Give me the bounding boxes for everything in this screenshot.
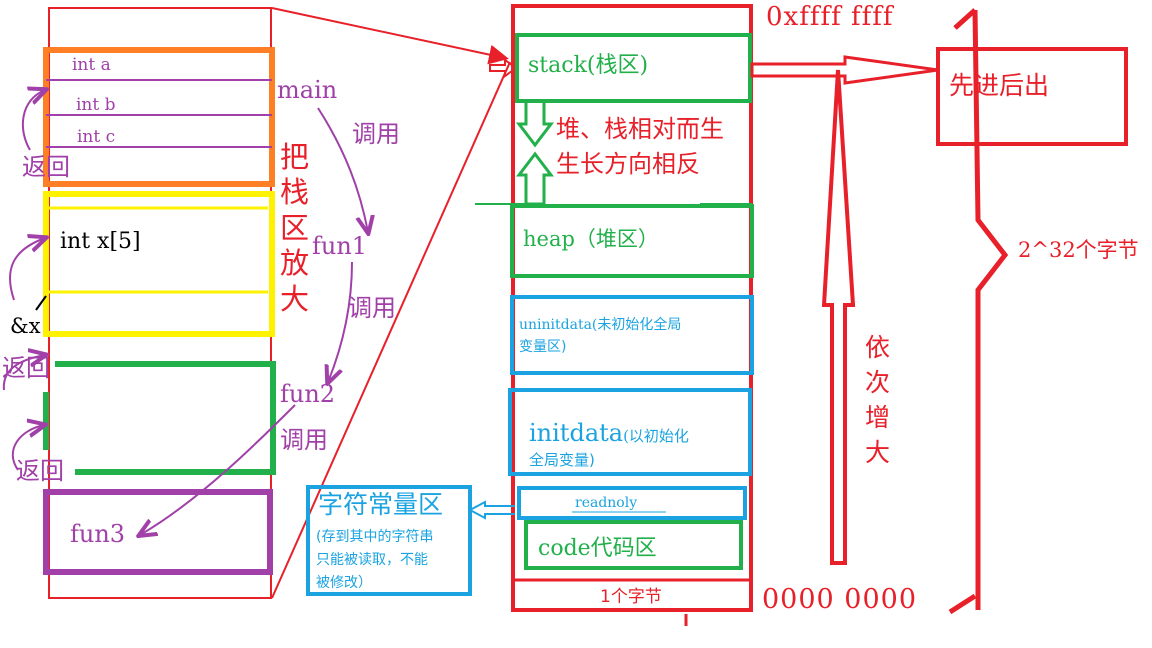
fun2-label: fun2	[280, 380, 336, 408]
main-label: main	[277, 76, 338, 104]
return-arrow	[2, 355, 45, 391]
string-const-arrow	[467, 500, 515, 520]
stack-growth-arrow	[515, 99, 555, 148]
stack-region	[515, 33, 752, 103]
call-arrow-main-fun1	[317, 107, 368, 232]
heap-stack-note-1: 堆、栈相对而生	[556, 115, 724, 143]
increasing-label: 依次增大	[865, 333, 891, 467]
total-size-bracket-bottom	[948, 593, 977, 615]
top-address: 0xffff ffff	[766, 2, 894, 32]
string-const-title: 字符常量区	[318, 490, 444, 519]
initdata-label-line2: 全局变量)	[529, 451, 595, 469]
fun3-label: fun3	[70, 520, 126, 548]
fun1-label: fun1	[312, 232, 368, 260]
main-var-a: int a	[72, 55, 111, 75]
zoom-stack-label: 把栈区放大	[280, 140, 310, 316]
return-arrow	[22, 90, 45, 151]
lifo-arrow	[750, 55, 939, 85]
initdata-sub: (以初始化	[623, 427, 689, 445]
one-byte-label: 1个字节	[600, 587, 662, 607]
total-size-label: 2^32个字节	[1018, 238, 1139, 262]
main-var-c: int c	[77, 127, 116, 147]
address-increase-arrow	[821, 69, 856, 565]
total-size-bracket	[972, 9, 1009, 610]
total-size-bracket-top	[953, 8, 977, 30]
zoom-line	[271, 7, 509, 65]
heap-growth-arrow	[515, 151, 555, 206]
code-label: code代码区	[538, 536, 657, 561]
call-label: 调用	[348, 294, 396, 322]
lifo-label: 先进后出	[949, 71, 1050, 100]
return-label: 返回	[16, 457, 64, 485]
readonly-label: readnoly	[575, 495, 638, 511]
uninitdata-label-line2: 变量区)	[519, 339, 567, 355]
string-const-note-3: 被修改）	[316, 575, 372, 591]
bottom-address: 0000 0000	[762, 584, 918, 615]
initdata-main: initdata	[529, 419, 624, 447]
heap-label: heap（堆区）	[523, 227, 659, 251]
stack-label: stack(栈区)	[528, 53, 649, 78]
initdata-region	[508, 388, 752, 476]
fun1-var-x: int x[5]	[60, 229, 141, 254]
address-pointer	[35, 295, 47, 311]
string-const-note-1: (存到其中的字符串	[316, 529, 434, 545]
uninitdata-label-line1: uninitdata(未初始化全局	[519, 317, 682, 333]
fun3-frame	[43, 489, 273, 575]
string-const-note-2: 只能被读取，不能	[316, 552, 428, 568]
fun1-frame	[43, 191, 275, 337]
lifo-box	[936, 47, 1128, 146]
call-arrow-fun2-fun3	[140, 404, 296, 535]
return-arrow	[11, 425, 44, 471]
fun2-frame	[55, 361, 276, 475]
return-label: 返回	[22, 153, 70, 181]
address-of-x: &x	[10, 314, 41, 338]
main-frame	[43, 47, 275, 187]
code-region	[524, 520, 743, 570]
initdata-label: initdata(以初始化	[529, 421, 689, 445]
call-label: 调用	[352, 120, 400, 148]
readonly-region	[517, 486, 747, 520]
call-label: 调用	[280, 426, 328, 454]
heap-region	[510, 204, 754, 278]
heap-stack-note-2: 生长方向相反	[556, 150, 700, 178]
uninitdata-region	[510, 295, 754, 375]
call-arrow-fun1-fun2	[328, 261, 353, 382]
string-const-region	[306, 485, 472, 596]
zoom-line	[271, 61, 511, 599]
return-label: 返回	[2, 354, 50, 382]
stack-entry-arrow	[489, 58, 518, 78]
return-arrow	[9, 238, 45, 301]
main-var-b: int b	[76, 95, 116, 115]
